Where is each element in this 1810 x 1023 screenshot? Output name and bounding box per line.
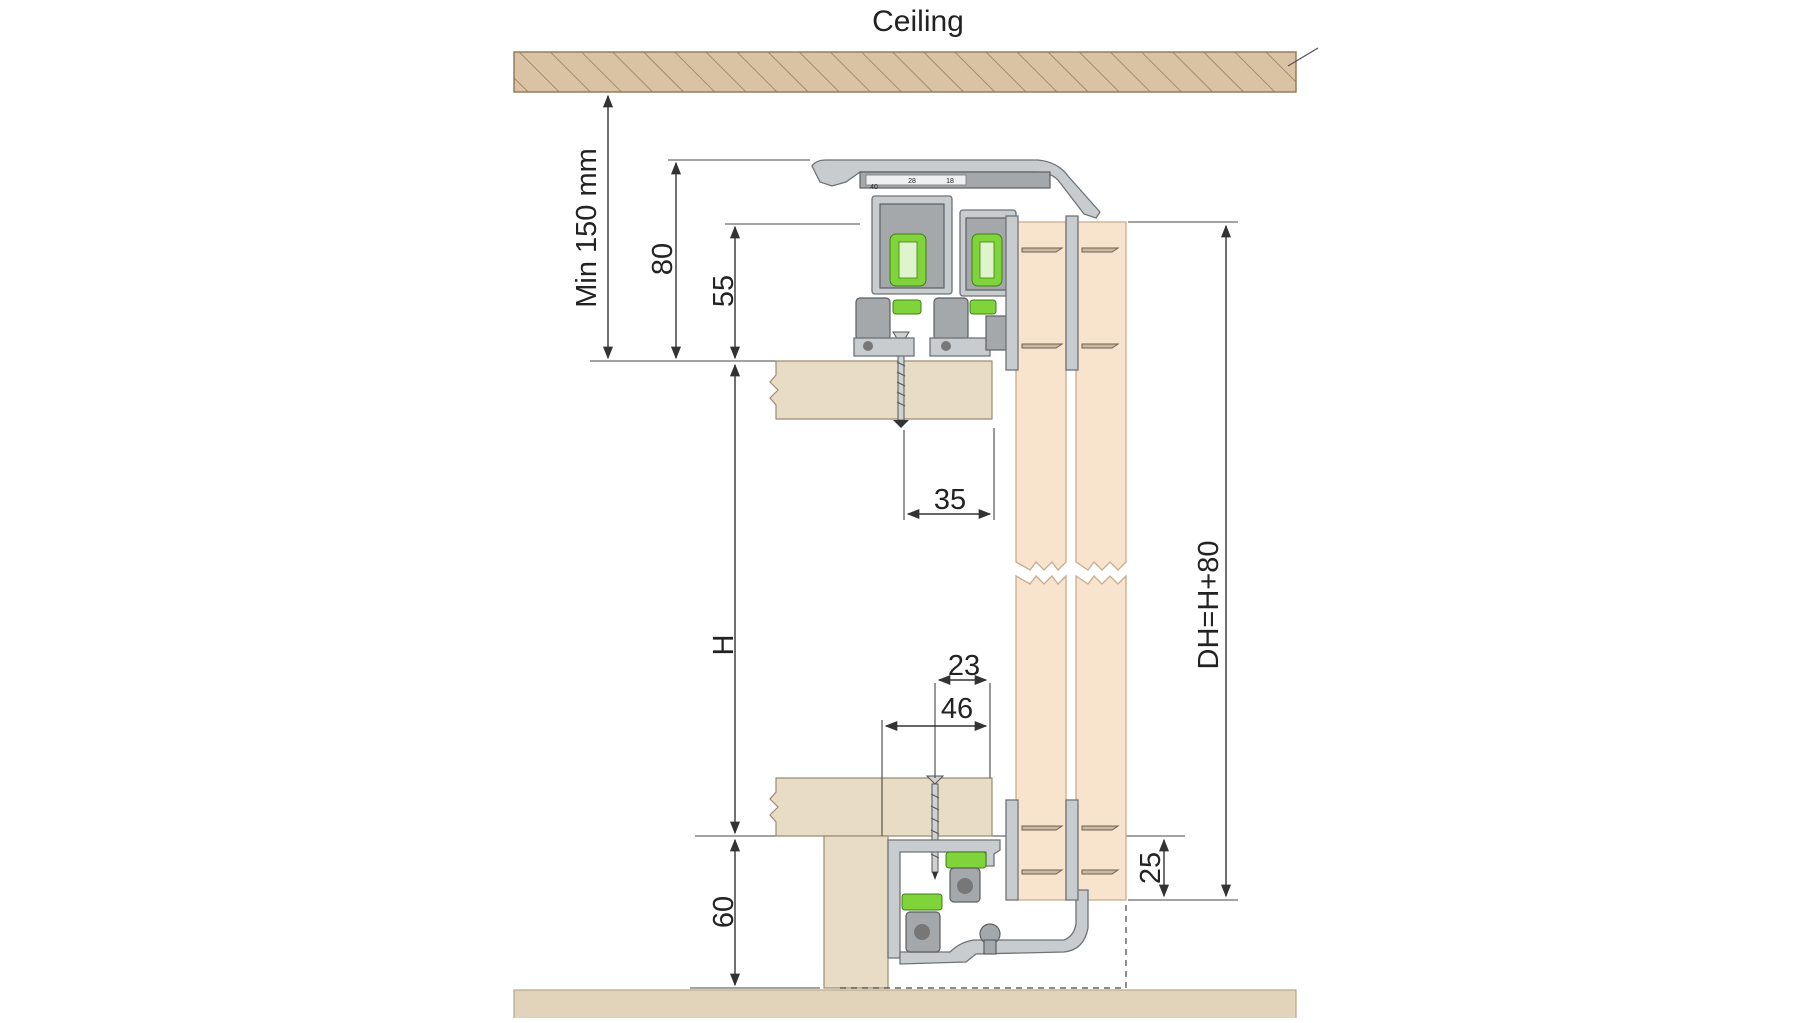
dim-60-label: 60 — [708, 896, 740, 928]
scale-right: 18 — [946, 178, 954, 185]
bottom-roller-front — [945, 851, 987, 903]
bottom-roller-rear — [901, 893, 943, 953]
bottom-mounting-screw — [925, 775, 945, 880]
door-panel-front — [1015, 221, 1067, 901]
dim-80-label: 80 — [647, 243, 679, 275]
ceiling-label: Ceiling — [872, 5, 964, 38]
cabinet-top-board — [769, 360, 993, 420]
dim-23-label: 23 — [948, 650, 980, 682]
scale-bar — [865, 174, 967, 186]
top-guide-blocks — [853, 297, 1011, 357]
ceiling-slab — [513, 51, 1297, 93]
door-bottom-dashed-outline — [840, 900, 1127, 989]
min-clearance-label: Min 150 mm — [571, 148, 603, 308]
door-panel-rear — [1075, 221, 1127, 901]
ceiling-break-line — [1287, 47, 1319, 67]
bottom-guide-wheel — [979, 923, 1001, 955]
dim-55-label: 55 — [708, 275, 740, 307]
top-track-profile — [811, 159, 1101, 219]
dim-35-label: 35 — [934, 484, 966, 516]
scale-left: 40 — [870, 184, 878, 191]
scale-mid: 28 — [908, 178, 916, 185]
top-roller-carriage-rear — [959, 209, 1017, 315]
floor-slab — [513, 989, 1297, 1023]
top-door-brackets — [1005, 215, 1120, 371]
dim-25-label: 25 — [1135, 852, 1167, 884]
dh-label: DH=H+80 — [1193, 541, 1225, 670]
cabinet-plinth — [823, 835, 889, 989]
cabinet-bottom-board — [769, 777, 993, 837]
top-roller-carriage-front — [871, 195, 953, 315]
bottom-track-profile — [887, 799, 1120, 965]
dim-h-label: H — [708, 635, 740, 656]
dim-46-label: 46 — [941, 693, 973, 725]
